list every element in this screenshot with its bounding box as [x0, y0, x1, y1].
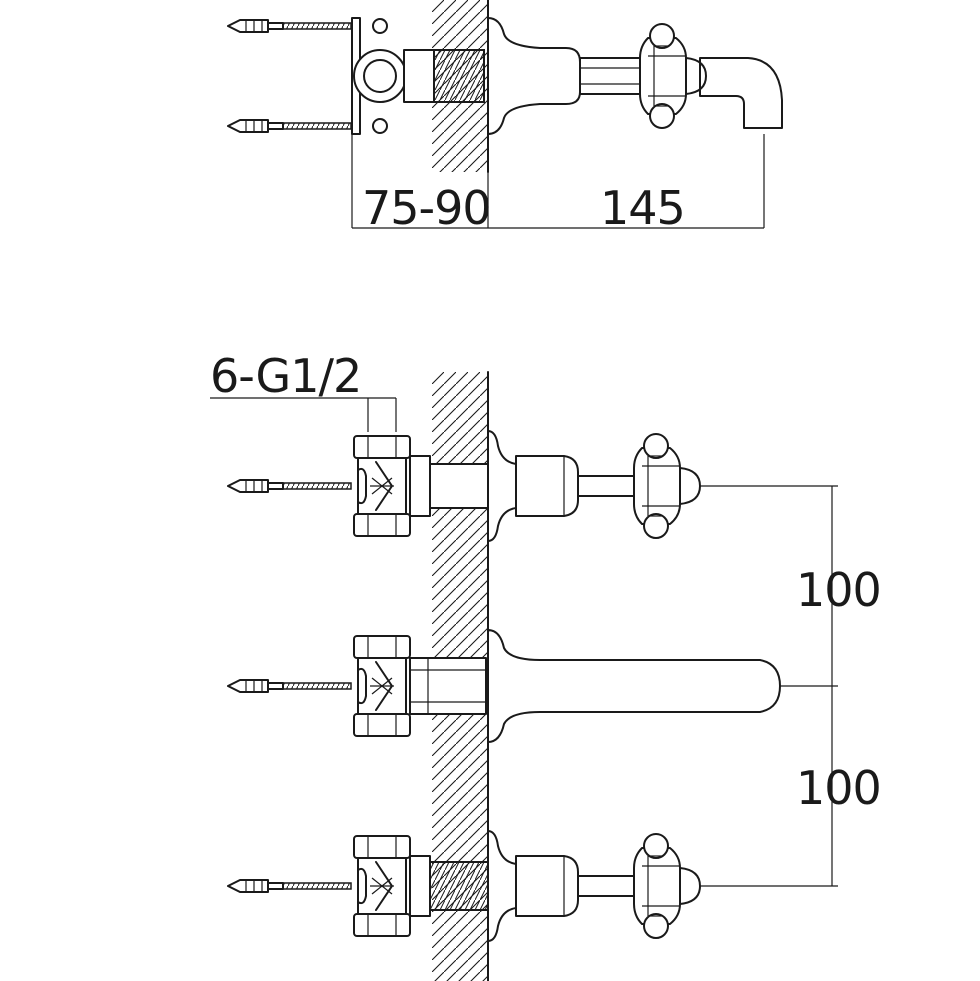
wall-anchor-upper — [227, 19, 352, 33]
dimension-depth-label: 75-90 — [362, 181, 491, 235]
dimension-connection-label: 6-G1/2 — [210, 349, 361, 403]
cold-valve-assembly — [227, 831, 700, 941]
section-view: 6-G1/2 100 100 — [210, 349, 882, 981]
hot-valve-assembly — [227, 431, 700, 541]
dimension-spout-label: 145 — [600, 181, 685, 235]
valve-body-side — [353, 49, 485, 103]
spout-valve-assembly — [227, 629, 781, 743]
dimension-spacing-upper-label: 100 — [796, 563, 881, 617]
dimension-spacing-lower-label: 100 — [796, 761, 881, 815]
wall-anchor-lower — [227, 119, 352, 133]
spout-side — [487, 17, 783, 135]
side-view: 75-90 145 — [227, 0, 783, 235]
